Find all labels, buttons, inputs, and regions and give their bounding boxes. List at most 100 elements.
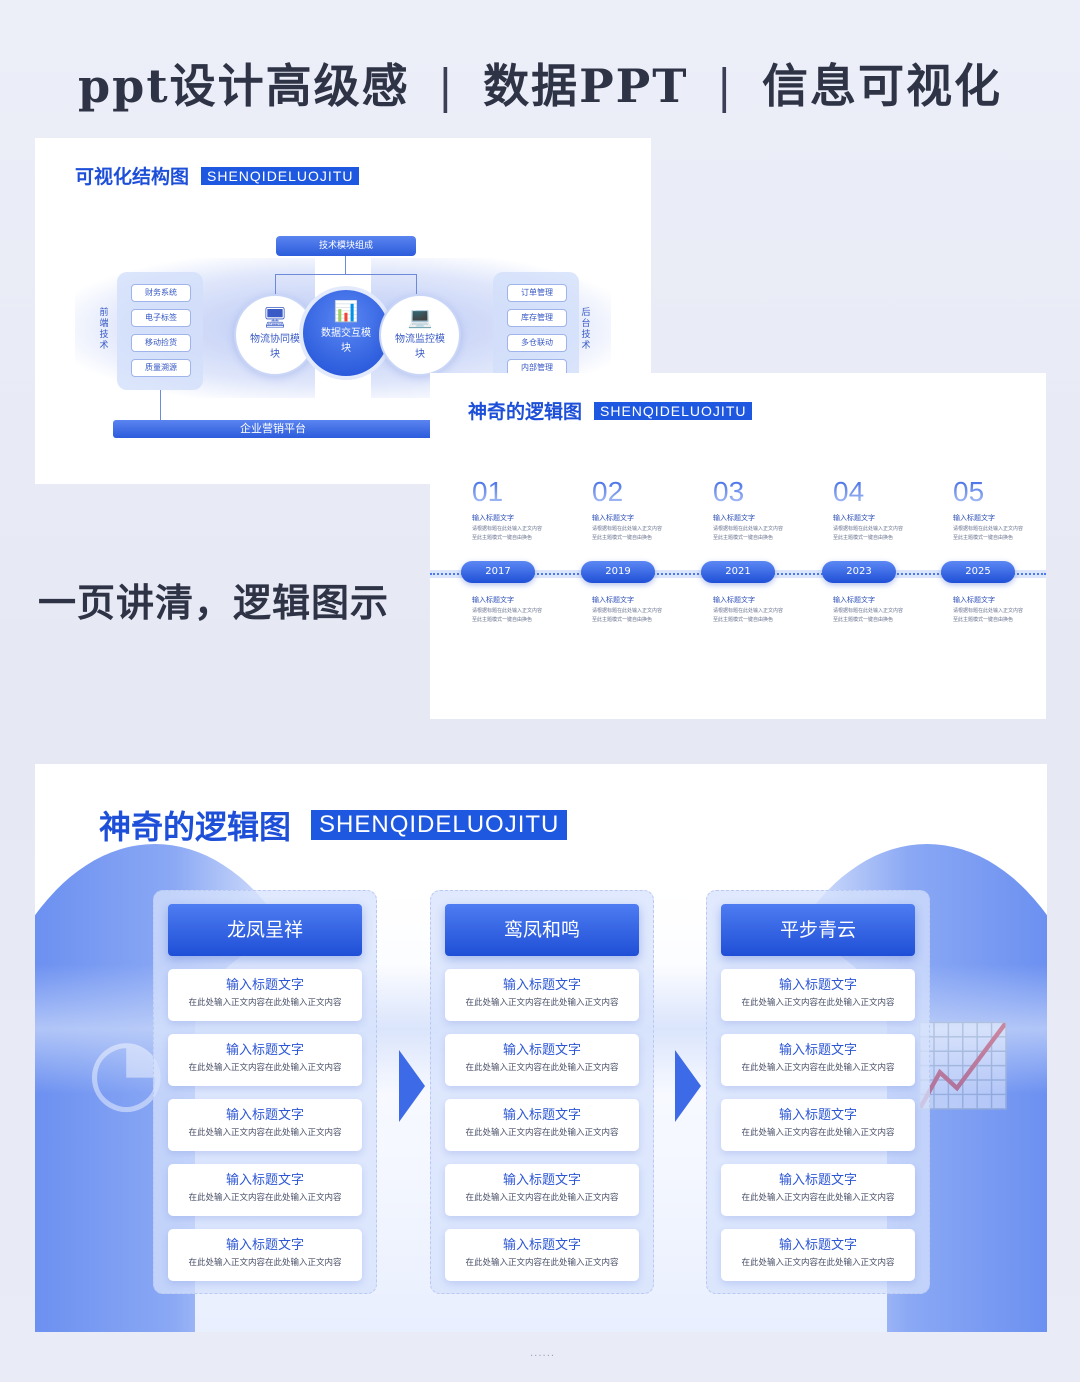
step-description: 请根据标题在此处输入正文内容至此主题模式一键自由换色 bbox=[472, 526, 543, 541]
timeline-step-bottom: 输入标题文字 请根据标题在此处输入正文内容至此主题模式一键自由换色 bbox=[592, 591, 708, 625]
logic-column: 龙凤呈祥 输入标题文字 在此处输入正文内容在此处输入正文内容 输入标题文字 在此… bbox=[153, 890, 377, 1294]
step-title: 输入标题文字 bbox=[833, 596, 875, 604]
connector-line bbox=[275, 274, 417, 275]
step-description: 请根据标题在此处输入正文内容至此主题模式一键自由换色 bbox=[592, 608, 663, 623]
item-description: 在此处输入正文内容在此处输入正文内容 bbox=[741, 998, 895, 1008]
module-label: 数据交互模块 bbox=[321, 328, 371, 354]
step-description: 请根据标题在此处输入正文内容至此主题模式一键自由换色 bbox=[953, 608, 1024, 623]
connector-line bbox=[345, 256, 346, 274]
item-description: 在此处输入正文内容在此处输入正文内容 bbox=[741, 1128, 895, 1138]
item-title: 输入标题文字 bbox=[502, 1173, 581, 1188]
step-title: 输入标题文字 bbox=[713, 514, 755, 522]
backend-item: 订单管理 bbox=[507, 284, 567, 302]
step-description: 请根据标题在此处输入正文内容至此主题模式一键自由换色 bbox=[833, 608, 904, 623]
item-title: 输入标题文字 bbox=[225, 1043, 304, 1058]
logistics-monitor-module: 💻 物流监控模块 bbox=[379, 294, 461, 376]
item-title: 输入标题文字 bbox=[502, 1043, 581, 1058]
item-description: 在此处输入正文内容在此处输入正文内容 bbox=[741, 1193, 895, 1203]
year-pill: 2019 bbox=[581, 561, 655, 583]
column-item: 输入标题文字 在此处输入正文内容在此处输入正文内容 bbox=[168, 1229, 362, 1281]
column-header: 鸾凤和鸣 bbox=[445, 904, 639, 956]
column-item: 输入标题文字 在此处输入正文内容在此处输入正文内容 bbox=[721, 1099, 915, 1151]
item-description: 在此处输入正文内容在此处输入正文内容 bbox=[188, 1258, 342, 1268]
timeline-step-top: 02 输入标题文字 请根据标题在此处输入正文内容至此主题模式一键自由换色 bbox=[592, 475, 708, 543]
tech-modules-bar: 技术模块组成 bbox=[276, 236, 416, 256]
frontend-item: 电子标签 bbox=[131, 309, 191, 327]
timeline-step-top: 01 输入标题文字 请根据标题在此处输入正文内容至此主题模式一键自由换色 bbox=[472, 475, 588, 543]
connector-line bbox=[275, 274, 276, 294]
item-description: 在此处输入正文内容在此处输入正文内容 bbox=[741, 1063, 895, 1073]
year-pill: 2017 bbox=[461, 561, 535, 583]
module-label: 物流监控模块 bbox=[395, 334, 445, 360]
timeline-step-top: 04 输入标题文字 请根据标题在此处输入正文内容至此主题模式一键自由换色 bbox=[833, 475, 949, 543]
slide-title-badge: SHENQIDELUOJITU bbox=[201, 166, 360, 185]
data-exchange-module: 📊 数据交互模块 bbox=[299, 286, 393, 380]
step-number: 04 bbox=[833, 475, 949, 509]
frontend-panel: 财务系统 电子标签 移动捡货 质量溯源 bbox=[117, 272, 203, 390]
headline-part3: 信息可视化 bbox=[762, 59, 1002, 113]
frontend-item: 移动捡货 bbox=[131, 334, 191, 352]
item-description: 在此处输入正文内容在此处输入正文内容 bbox=[188, 1063, 342, 1073]
column-header: 龙凤呈祥 bbox=[168, 904, 362, 956]
side-caption: 一页讲清，逻辑图示 bbox=[38, 580, 390, 625]
item-title: 输入标题文字 bbox=[502, 1108, 581, 1123]
item-title: 输入标题文字 bbox=[225, 978, 304, 993]
timeline-step-bottom: 输入标题文字 请根据标题在此处输入正文内容至此主题模式一键自由换色 bbox=[953, 591, 1046, 625]
item-description: 在此处输入正文内容在此处输入正文内容 bbox=[741, 1258, 895, 1268]
column-item: 输入标题文字 在此处输入正文内容在此处输入正文内容 bbox=[168, 969, 362, 1021]
item-description: 在此处输入正文内容在此处输入正文内容 bbox=[188, 998, 342, 1008]
item-description: 在此处输入正文内容在此处输入正文内容 bbox=[465, 998, 619, 1008]
step-description: 请根据标题在此处输入正文内容至此主题模式一键自由换色 bbox=[713, 526, 784, 541]
backend-item: 库存管理 bbox=[507, 309, 567, 327]
frontend-item: 质量溯源 bbox=[131, 359, 191, 377]
headline-part2: 数据PPT bbox=[483, 59, 689, 113]
slide-title-badge: SHENQIDELUOJITU bbox=[311, 810, 568, 840]
page-indicator: ...... bbox=[530, 1348, 556, 1359]
item-title: 输入标题文字 bbox=[778, 1238, 857, 1253]
column-item: 输入标题文字 在此处输入正文内容在此处输入正文内容 bbox=[168, 1034, 362, 1086]
arrow-right-icon bbox=[399, 1050, 425, 1122]
bar-chart-icon: 📊 bbox=[333, 299, 359, 323]
column-header: 平步青云 bbox=[721, 904, 915, 956]
step-title: 输入标题文字 bbox=[953, 514, 995, 522]
timeline-step-top: 05 输入标题文字 请根据标题在此处输入正文内容至此主题模式一键自由换色 bbox=[953, 475, 1046, 543]
step-description: 请根据标题在此处输入正文内容至此主题模式一键自由换色 bbox=[592, 526, 663, 541]
item-title: 输入标题文字 bbox=[225, 1238, 304, 1253]
step-title: 输入标题文字 bbox=[472, 514, 514, 522]
step-description: 请根据标题在此处输入正文内容至此主题模式一键自由换色 bbox=[713, 608, 784, 623]
item-description: 在此处输入正文内容在此处输入正文内容 bbox=[465, 1258, 619, 1268]
slide-logic-columns: ◔ 📈 神奇的逻辑图 SHENQIDELUOJITU 龙凤呈祥 输入标题文字 在… bbox=[35, 764, 1047, 1332]
step-description: 请根据标题在此处输入正文内容至此主题模式一键自由换色 bbox=[833, 526, 904, 541]
column-item: 输入标题文字 在此处输入正文内容在此处输入正文内容 bbox=[445, 1229, 639, 1281]
column-item: 输入标题文字 在此处输入正文内容在此处输入正文内容 bbox=[721, 1034, 915, 1086]
module-label: 物流协同模块 bbox=[250, 334, 300, 360]
column-item: 输入标题文字 在此处输入正文内容在此处输入正文内容 bbox=[168, 1164, 362, 1216]
backend-item: 多仓联动 bbox=[507, 334, 567, 352]
item-title: 输入标题文字 bbox=[778, 978, 857, 993]
timeline-step-bottom: 输入标题文字 请根据标题在此处输入正文内容至此主题模式一键自由换色 bbox=[713, 591, 829, 625]
frontend-item: 财务系统 bbox=[131, 284, 191, 302]
step-title: 输入标题文字 bbox=[713, 596, 755, 604]
item-description: 在此处输入正文内容在此处输入正文内容 bbox=[465, 1128, 619, 1138]
slide-title-row: 神奇的逻辑图 SHENQIDELUOJITU bbox=[468, 397, 753, 424]
timeline-step-bottom: 输入标题文字 请根据标题在此处输入正文内容至此主题模式一键自由换色 bbox=[472, 591, 588, 625]
item-title: 输入标题文字 bbox=[225, 1108, 304, 1123]
item-title: 输入标题文字 bbox=[502, 978, 581, 993]
monitor-icon: 🖥 bbox=[262, 305, 288, 329]
laptop-icon: 💻 bbox=[407, 305, 433, 329]
item-description: 在此处输入正文内容在此处输入正文内容 bbox=[188, 1193, 342, 1203]
item-title: 输入标题文字 bbox=[778, 1173, 857, 1188]
page-headline: ppt设计高级感|数据PPT|信息可视化 bbox=[0, 50, 1080, 116]
item-description: 在此处输入正文内容在此处输入正文内容 bbox=[465, 1063, 619, 1073]
year-pill: 2025 bbox=[941, 561, 1015, 583]
timeline-step-top: 03 输入标题文字 请根据标题在此处输入正文内容至此主题模式一键自由换色 bbox=[713, 475, 829, 543]
item-title: 输入标题文字 bbox=[225, 1173, 304, 1188]
slide-title-row: 可视化结构图 SHENQIDELUOJITU bbox=[75, 162, 360, 189]
logic-column: 鸾凤和鸣 输入标题文字 在此处输入正文内容在此处输入正文内容 输入标题文字 在此… bbox=[430, 890, 654, 1294]
step-number: 05 bbox=[953, 475, 1046, 509]
slide-title-badge: SHENQIDELUOJITU bbox=[594, 401, 753, 420]
column-item: 输入标题文字 在此处输入正文内容在此处输入正文内容 bbox=[721, 1164, 915, 1216]
slide-title: 可视化结构图 bbox=[75, 166, 190, 188]
step-title: 输入标题文字 bbox=[472, 596, 514, 604]
step-number: 02 bbox=[592, 475, 708, 509]
